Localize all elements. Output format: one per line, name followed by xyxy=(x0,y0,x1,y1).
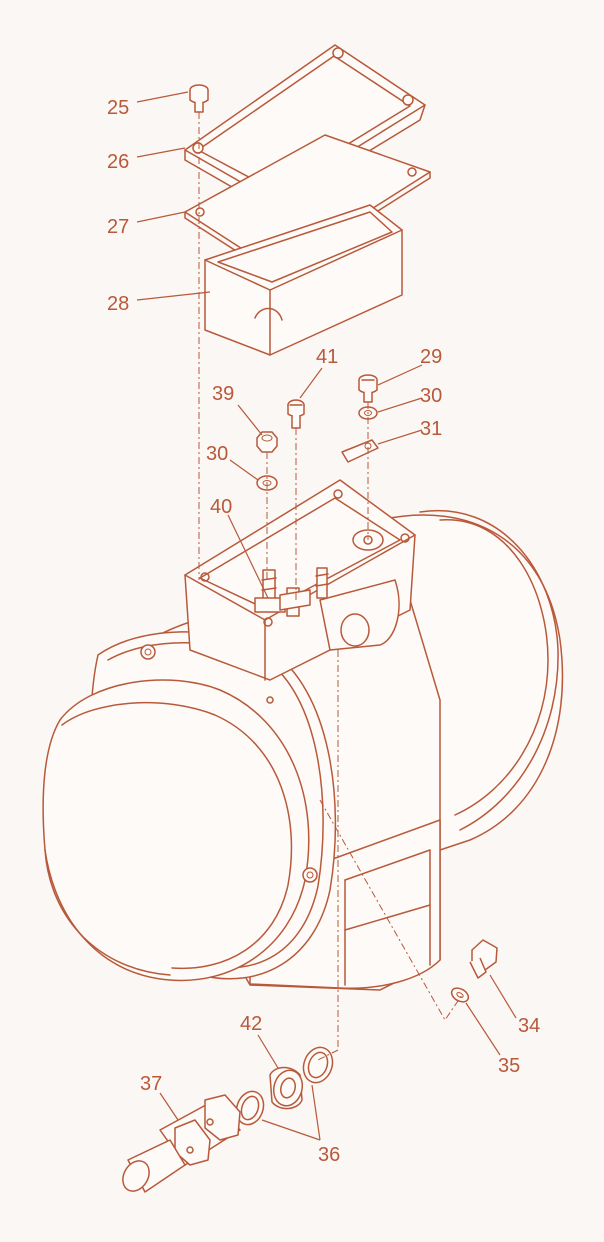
callout-39: 39 xyxy=(212,383,234,405)
callout-40: 40 xyxy=(210,496,232,518)
callout-41: 41 xyxy=(316,346,338,368)
part-31-lug xyxy=(341,439,379,463)
callout-26: 26 xyxy=(107,151,129,173)
callout-34: 34 xyxy=(518,1015,540,1037)
part-37-fitting xyxy=(122,1094,241,1193)
part-34-bolt xyxy=(469,939,498,979)
callout-35: 35 xyxy=(498,1055,520,1077)
callout-30-left: 30 xyxy=(206,443,228,465)
callout-27: 27 xyxy=(107,216,129,238)
part-35-washer xyxy=(450,987,470,1003)
part-36-oring-left xyxy=(235,1090,265,1126)
callout-labels: 25 26 27 28 41 29 39 30 30 31 40 34 35 4… xyxy=(107,97,540,1166)
callout-25: 25 xyxy=(107,97,129,119)
part-41-screw xyxy=(287,399,305,429)
callout-28: 28 xyxy=(107,293,129,315)
callout-31: 31 xyxy=(420,418,442,440)
part-28-frame xyxy=(204,204,403,356)
part-36-oring-right xyxy=(302,1046,334,1084)
assembly-centerlines xyxy=(198,112,463,1061)
part-29-screw xyxy=(358,374,378,403)
callout-29: 29 xyxy=(420,346,442,368)
callout-37: 37 xyxy=(140,1073,162,1095)
leader-lines xyxy=(136,91,517,1141)
part-25-screw xyxy=(189,84,209,113)
callout-30-right: 30 xyxy=(420,385,442,407)
callout-42: 42 xyxy=(240,1013,262,1035)
part-39-nut xyxy=(256,431,278,453)
valve-body xyxy=(42,479,564,991)
part-42-spacer xyxy=(269,1066,304,1110)
callout-36: 36 xyxy=(318,1144,340,1166)
